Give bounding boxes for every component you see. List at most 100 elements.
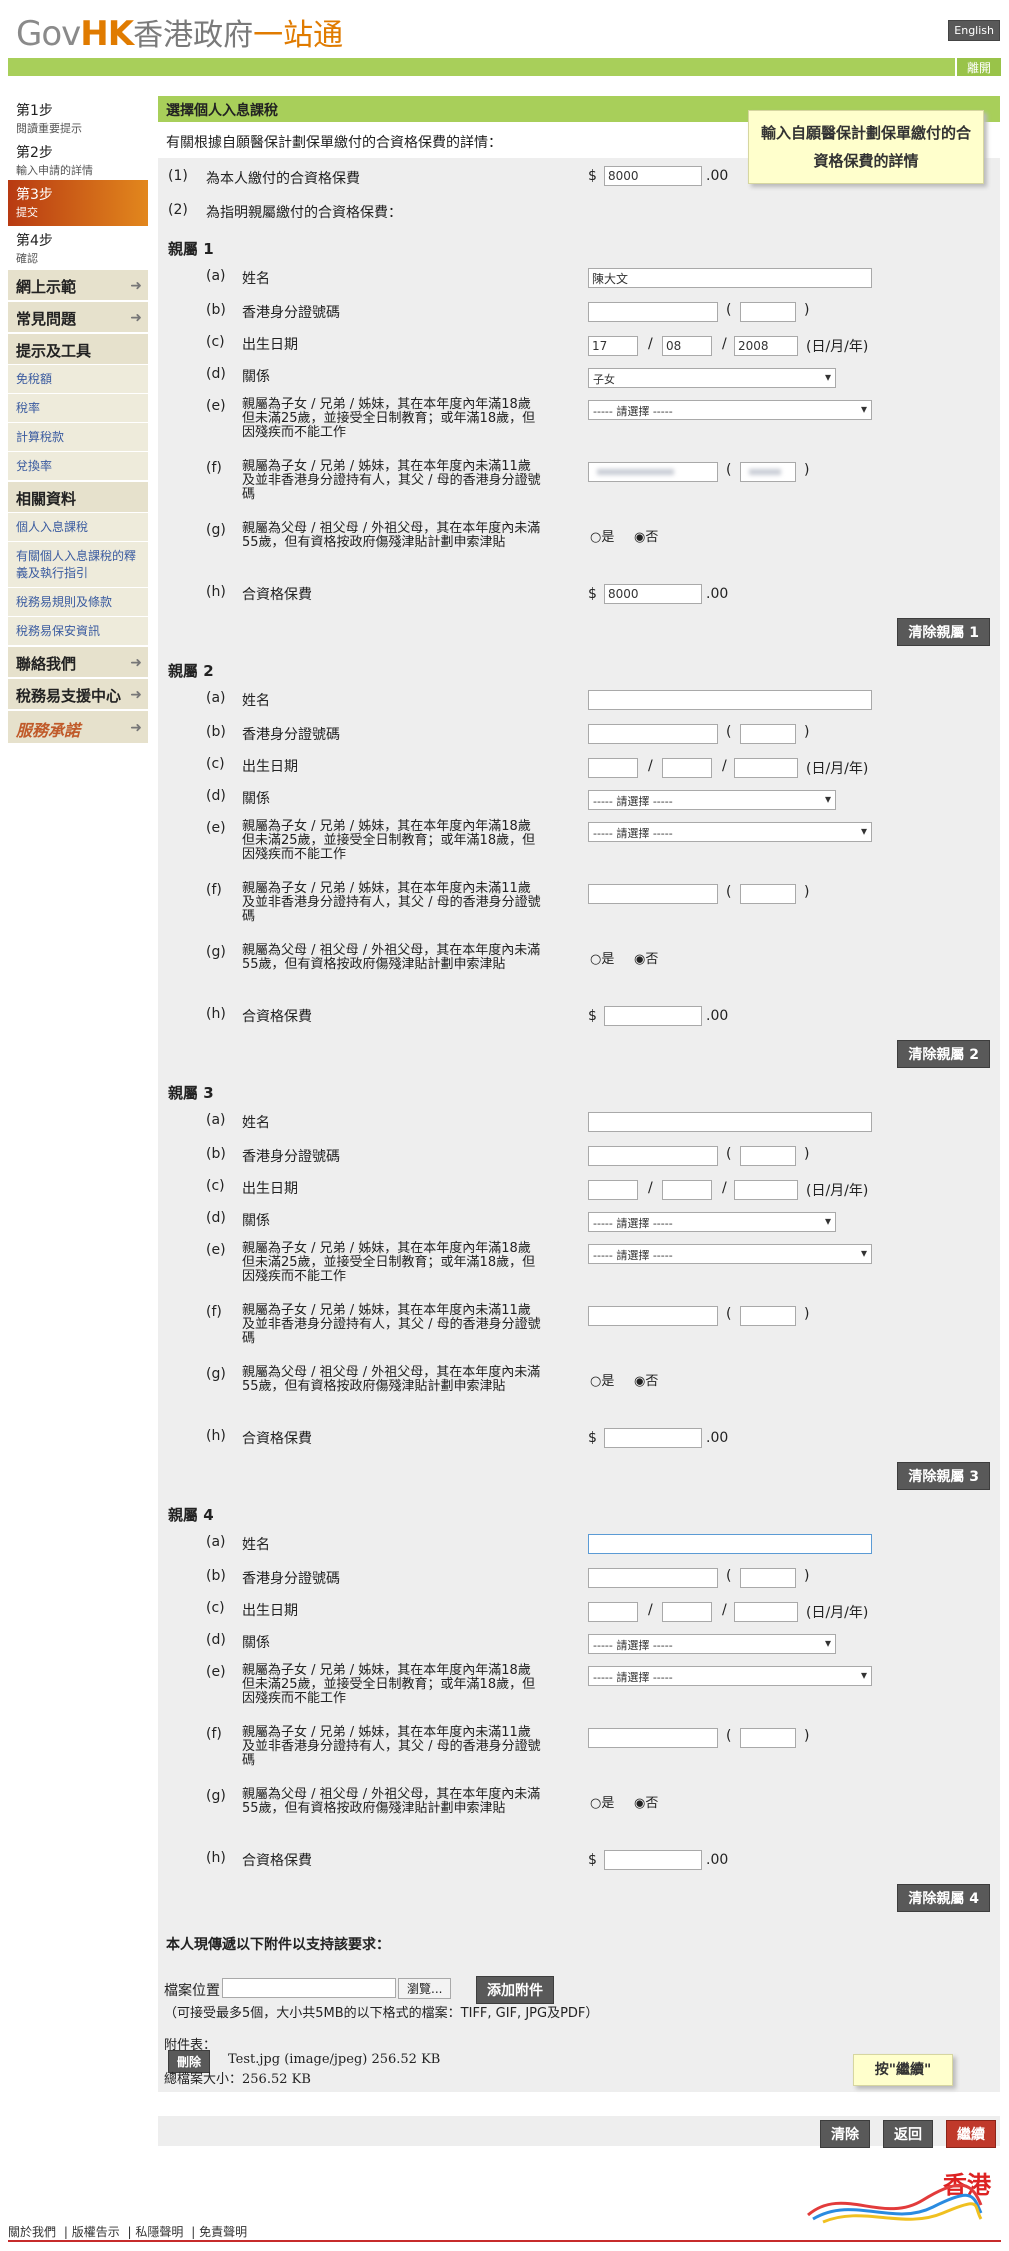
disability-yes-radio[interactable]: ○是 — [590, 1374, 615, 1389]
relation-select[interactable]: ----- 請選擇 ----- — [588, 1212, 836, 1232]
hkid-input[interactable] — [588, 1146, 718, 1166]
browse-button[interactable]: 瀏覽... — [398, 1978, 452, 1999]
dob-year-input[interactable] — [734, 758, 798, 778]
parent-hkid-input[interactable] — [588, 1728, 718, 1748]
footer-links: 關於我們 | 版權告示 | 私隱聲明 | 免責聲明 — [8, 2225, 248, 2239]
hkid-check-digit-input[interactable] — [740, 1568, 796, 1588]
name-input[interactable] — [588, 268, 872, 288]
label-a: 姓名 — [242, 1537, 270, 1553]
premium-input[interactable] — [604, 1006, 702, 1026]
parent-hkid-check-digit-input[interactable] — [740, 1728, 796, 1748]
name-input[interactable] — [588, 1112, 872, 1132]
dob-year-input[interactable] — [734, 336, 798, 356]
hkid-input[interactable] — [588, 1568, 718, 1588]
sidebar-item-demo[interactable]: 網上示範➜ — [8, 268, 148, 300]
sidebar-item-personal-assessment[interactable]: 個人入息課稅 — [8, 512, 148, 541]
self-premium-input[interactable] — [604, 166, 702, 186]
label-h: 合資格保費 — [242, 587, 312, 603]
continue-button[interactable]: 繼續 — [946, 2120, 996, 2148]
attachment-file: Test.jpg (image/jpeg) 256.52 KB — [228, 2052, 441, 2067]
label-e: 親屬為子女 / 兄弟 / 姊妹，其在本年度內年滿18歲但未滿25歲，並接受全日制… — [242, 1663, 536, 1706]
student-disabled-select[interactable]: ----- 請選擇 ----- — [588, 1666, 872, 1686]
student-disabled-select[interactable]: ----- 請選擇 ----- — [588, 1244, 872, 1264]
sidebar-item-exchange-rates[interactable]: 兌換率 — [8, 451, 148, 480]
dob-day-input[interactable] — [588, 1602, 638, 1622]
footer-link-copyright[interactable]: 版權告示 — [71, 2225, 120, 2239]
dob-year-input[interactable] — [734, 1602, 798, 1622]
hint-callout: 輸入自願醫保計劃保單繳付的合資格保費的詳情 — [748, 110, 984, 184]
sidebar-item-support[interactable]: 稅務易支援中心➜ — [8, 677, 148, 709]
sidebar-head-tools: 提示及工具 — [8, 332, 148, 364]
parent-hkid-check-digit-input[interactable] — [740, 884, 796, 904]
hkid-check-digit-input[interactable] — [740, 1146, 796, 1166]
parent-hkid-input[interactable] — [588, 1306, 718, 1326]
parent-hkid-input[interactable] — [588, 462, 718, 482]
clear-dependant-button[interactable]: 清除親屬 3 — [897, 1462, 990, 1490]
label-c: 出生日期 — [242, 1181, 298, 1197]
back-button[interactable]: 返回 — [883, 2120, 933, 2148]
sidebar-item-tax-rates[interactable]: 稅率 — [8, 393, 148, 422]
sidebar-item-service-pledge[interactable]: 服務承諾➜ — [8, 709, 148, 743]
label-h: 合資格保費 — [242, 1431, 312, 1447]
dob-day-input[interactable] — [588, 1180, 638, 1200]
logout-button[interactable]: 離開 — [954, 58, 1001, 76]
relation-select[interactable]: ----- 請選擇 ----- — [588, 1634, 836, 1654]
dob-month-input[interactable] — [662, 1180, 712, 1200]
hkid-input[interactable] — [588, 724, 718, 744]
label-g: 親屬為父母 / 祖父母 / 外祖父母，其在本年度內未滿55歲，但有資格按政府傷殘… — [242, 521, 541, 550]
sidebar-item-faq[interactable]: 常見問題➜ — [8, 300, 148, 332]
premium-input[interactable] — [604, 1428, 702, 1448]
hkid-input[interactable] — [588, 302, 718, 322]
disability-yes-radio[interactable]: ○是 — [590, 1796, 615, 1811]
dob-year-input[interactable] — [734, 1180, 798, 1200]
delete-attachment-button[interactable]: 刪除 — [168, 2050, 211, 2073]
premium-input[interactable] — [604, 584, 702, 604]
disability-no-radio[interactable]: ◉否 — [634, 1796, 659, 1811]
dob-day-input[interactable] — [588, 758, 638, 778]
relation-select[interactable]: ----- 請選擇 ----- — [588, 790, 836, 810]
name-input[interactable] — [588, 1534, 872, 1554]
continue-hint-callout: 按"繼續" — [853, 2054, 953, 2086]
student-disabled-select[interactable]: ----- 請選擇 ----- — [588, 822, 872, 842]
sidebar-item-interpretation[interactable]: 有關個人入息課稅的釋義及執行指引 — [8, 541, 148, 587]
dob-month-input[interactable] — [662, 1602, 712, 1622]
parent-hkid-input[interactable] — [588, 884, 718, 904]
footer-link-disclaimer[interactable]: 免責聲明 — [199, 2225, 248, 2239]
label-a: 姓名 — [242, 1115, 270, 1131]
relation-select[interactable]: 子女 — [588, 368, 836, 388]
label-f: 親屬為子女 / 兄弟 / 姊妹，其在本年度內未滿11歲及並非香港身分證持有人，其… — [242, 881, 541, 924]
disability-no-radio[interactable]: ◉否 — [634, 952, 659, 967]
parent-hkid-check-digit-input[interactable] — [740, 462, 796, 482]
hkid-check-digit-input[interactable] — [740, 302, 796, 322]
govhk-logo[interactable]: GovHK香港政府一站通 — [16, 14, 344, 54]
add-attachment-button[interactable]: 添加附件 — [476, 1976, 554, 2004]
sidebar-item-security[interactable]: 稅務易保安資訊 — [8, 616, 148, 645]
name-input[interactable] — [588, 690, 872, 710]
sidebar-item-allowances[interactable]: 免稅額 — [8, 364, 148, 393]
clear-dependant-button[interactable]: 清除親屬 1 — [897, 618, 990, 646]
header: GovHK香港政府一站通 English — [0, 0, 1009, 58]
clear-button[interactable]: 清除 — [820, 2120, 870, 2148]
dob-month-input[interactable] — [662, 336, 712, 356]
sidebar-item-contact[interactable]: 聯絡我們➜ — [8, 645, 148, 677]
dependant-premium-label: 為指明親屬繳付的合資格保費： — [206, 205, 402, 221]
footer-link-about[interactable]: 關於我們 — [8, 2225, 57, 2239]
premium-input[interactable] — [604, 1850, 702, 1870]
language-button[interactable]: English — [948, 20, 1000, 41]
footer-link-privacy[interactable]: 私隱聲明 — [135, 2225, 184, 2239]
dob-day-input[interactable] — [588, 336, 638, 356]
student-disabled-select[interactable]: ----- 請選擇 ----- — [588, 400, 872, 420]
file-path-input[interactable] — [222, 1978, 396, 1998]
sidebar-item-tax-calc[interactable]: 計算稅款 — [8, 422, 148, 451]
clear-dependant-button[interactable]: 清除親屬 4 — [897, 1884, 990, 1912]
disability-no-radio[interactable]: ◉否 — [634, 1374, 659, 1389]
label-d: 關係 — [242, 1635, 270, 1651]
dob-month-input[interactable] — [662, 758, 712, 778]
sidebar-item-rules[interactable]: 稅務易規則及條款 — [8, 587, 148, 616]
hkid-check-digit-input[interactable] — [740, 724, 796, 744]
disability-no-radio[interactable]: ◉否 — [634, 530, 659, 545]
parent-hkid-check-digit-input[interactable] — [740, 1306, 796, 1326]
disability-yes-radio[interactable]: ○是 — [590, 952, 615, 967]
disability-yes-radio[interactable]: ○是 — [590, 530, 615, 545]
clear-dependant-button[interactable]: 清除親屬 2 — [897, 1040, 990, 1068]
